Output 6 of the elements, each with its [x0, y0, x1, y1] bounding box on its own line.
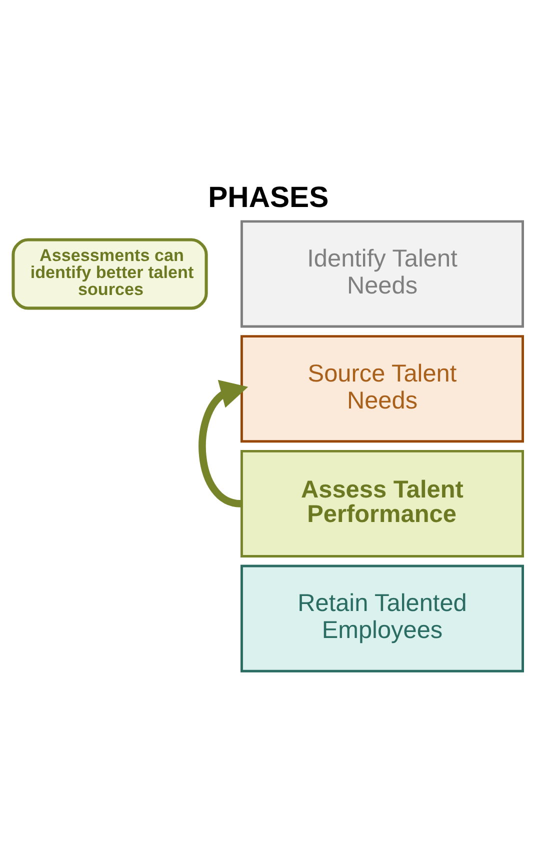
node-box: Identify Talent Needs [240, 220, 524, 328]
diagram-title: PHASES [208, 180, 329, 214]
node-box: Assess Talent Performance [240, 449, 524, 557]
node-box: Assessments can identify better talent sources [12, 238, 208, 310]
node-box: Source Talent Needs [240, 334, 524, 442]
node-box: Retain Talented Employees [240, 564, 524, 672]
